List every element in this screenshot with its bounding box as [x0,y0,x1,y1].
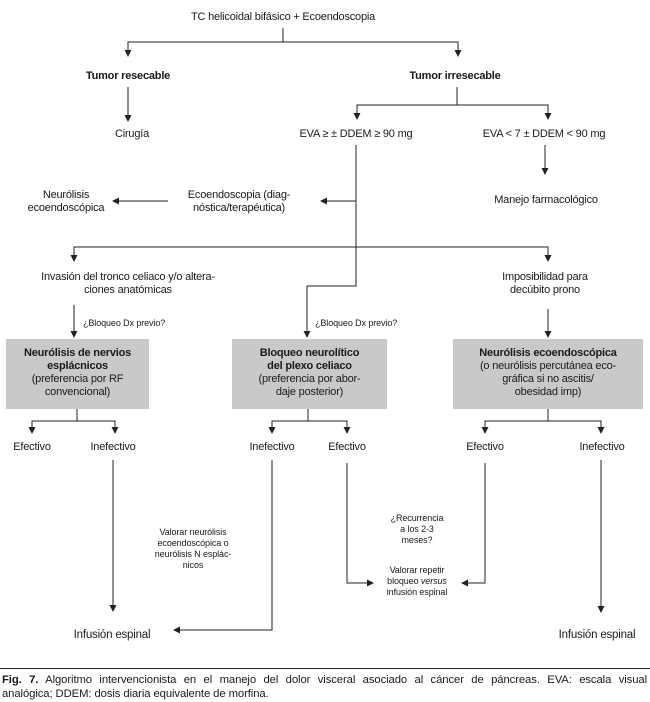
node-title: TC helicoidal bifásico + Ecoendoscopia [190,11,376,23]
box-line: Neurólisis de nervios [23,347,132,359]
node-tumor-irresecable: Tumor irresecable [409,70,501,82]
note-text-italic: versus [420,576,447,586]
arrowhead [70,255,78,262]
label-inefectivo-2: Inefectivo [249,441,295,453]
box-line: daje posterior) [275,386,344,398]
connector-split-eva [356,104,549,114]
arrowhead [303,331,311,338]
label-inefectivo-3: Inefectivo [579,441,625,453]
label-bloqueo-dx-previo-2: ¿Bloqueo Dx previo? [315,318,398,328]
node-eva-low: EVA < 7 ± DDEM < 90 mg [482,128,606,140]
arrowhead [367,579,374,587]
arrowhead [28,427,36,434]
arrowhead [544,113,552,120]
arrowhead [454,50,462,57]
label-efectivo-3: Efectivo [466,441,504,453]
label-inefectivo-1: Inefectivo [90,441,136,453]
arrowhead [597,427,605,434]
note-line: bloqueo versus [387,576,447,587]
note-line: neurólisis N esplác- [154,549,232,559]
node-line: Imposibilidad para [502,271,588,283]
caption-separator [0,668,650,669]
node-tumor-resecable: Tumor resecable [85,70,171,82]
arrowhead [124,115,132,122]
note-recurrencia: ¿Recurrencia a los 2-3 meses? [391,513,444,546]
label-efectivo-2: Efectivo [328,441,366,453]
box-line: gráfica si no ascitis/ [502,373,594,385]
connector-evahigh-box2 [306,145,357,332]
figure-label: Fig. 7. [2,674,39,686]
node-box-bloqueo-plexo-celiaco: Bloqueo neurolítico del plexo celiaco (p… [232,339,387,409]
connector-box1-split [31,409,116,428]
note-line: meses? [401,535,433,545]
connector-box3-split [484,409,602,428]
caption-text: Algoritmo intervencionista en el manejo … [38,674,647,686]
node-invasion: Invasión del tronco celiaco y/o altera- … [41,271,215,296]
box-line: (preferencia por RF [31,373,124,385]
node-box-neurolisis-esplacnicos: Neurólisis de nervios esplácnicos (prefe… [6,339,149,409]
arrowhead [481,427,489,434]
arrowhead [124,50,132,57]
node-manejo-farmacologico: Manejo farmacológico [494,194,598,206]
note-line: ecoendoscópica o [157,538,229,548]
figure-caption-line1: Fig. 7. Algoritmo intervencionista en el… [2,673,647,687]
node-line: Invasión del tronco celiaco y/o altera- [41,271,215,283]
node-infusion-espinal-right: Infusión espinal [558,629,636,641]
node-line: ecoendoscópica [27,201,105,214]
note-line: nicos [182,560,204,570]
note-line: infusión espinal [386,587,448,597]
note-line: ¿Recurrencia [390,513,444,523]
arrowhead [461,579,468,587]
arrowhead [112,197,119,205]
box-line: convencional) [44,386,111,398]
note-text: bloqueo [387,576,421,586]
connector-split-top [127,41,459,51]
connector-efectivo3-valorar [467,463,486,584]
node-line: ciones anatómicas [84,283,172,296]
node-ecoendoscopia: Ecoendoscopia (diag- nóstica/terapéutica… [187,189,291,214]
note-line: Valorar repetir [389,565,445,575]
note-valorar-neurolisis: Valorar neurólisis ecoendoscópica o neur… [155,527,232,571]
node-eva-high: EVA ≥ ± DDEM ≥ 90 mg [299,128,413,140]
box-line: Bloqueo neurolítico [259,347,360,359]
connector-box2-split [271,409,348,428]
node-line: Ecoendoscopia (diag- [187,189,291,201]
arrowhead [343,427,351,434]
label-bloqueo-dx-previo-1: ¿Bloqueo Dx previo? [83,318,166,328]
node-infusion-espinal-left: Infusión espinal [73,629,151,641]
node-box-neurolisis-ecoendoscopica: Neurólisis ecoendoscópica (o neurólisis … [453,339,643,409]
note-line: Valorar neurólisis [159,527,227,537]
connector-efectivo2-valorar [346,463,368,584]
node-cirugia: Cirugía [114,128,150,140]
arrowhead [541,168,549,175]
box-line: (o neurólisis percutánea eco- [479,360,617,372]
connector-inefectivo2-infusion [179,460,273,631]
box-line: obesidad imp) [514,386,582,398]
arrowhead [109,605,117,612]
arrowhead [544,331,552,338]
figure-caption-line2: analógica; DDEM: dosis diaria equivalent… [2,688,269,700]
arrowhead [70,331,78,338]
box-line: Neurólisis ecoendoscópica [479,347,617,359]
label-efectivo-1: Efectivo [13,441,51,453]
arrowhead [268,427,276,434]
note-valorar-repetir: Valorar repetir bloqueo versus infusión … [386,565,448,598]
arrowhead [320,197,327,205]
node-line: nóstica/terapéutica) [193,201,285,214]
node-line: decúbito prono [510,283,580,296]
arrowhead [597,606,605,613]
node-imposibilidad: Imposibilidad para decúbito prono [502,271,588,296]
connector-cross-split [73,246,549,256]
box-line: del plexo celiaco [267,360,352,372]
node-neurolisis-eco: Neurólisis ecoendoscópica [28,189,105,214]
box-line: (preferencia por abor- [258,373,361,385]
arrowhead [111,427,119,434]
note-line: a los 2-3 [400,524,434,534]
arrowhead [353,113,361,120]
box-line: esplácnicos [47,360,108,372]
arrowhead [173,626,180,634]
node-line: Neurólisis [42,189,90,201]
arrowhead [544,255,552,262]
